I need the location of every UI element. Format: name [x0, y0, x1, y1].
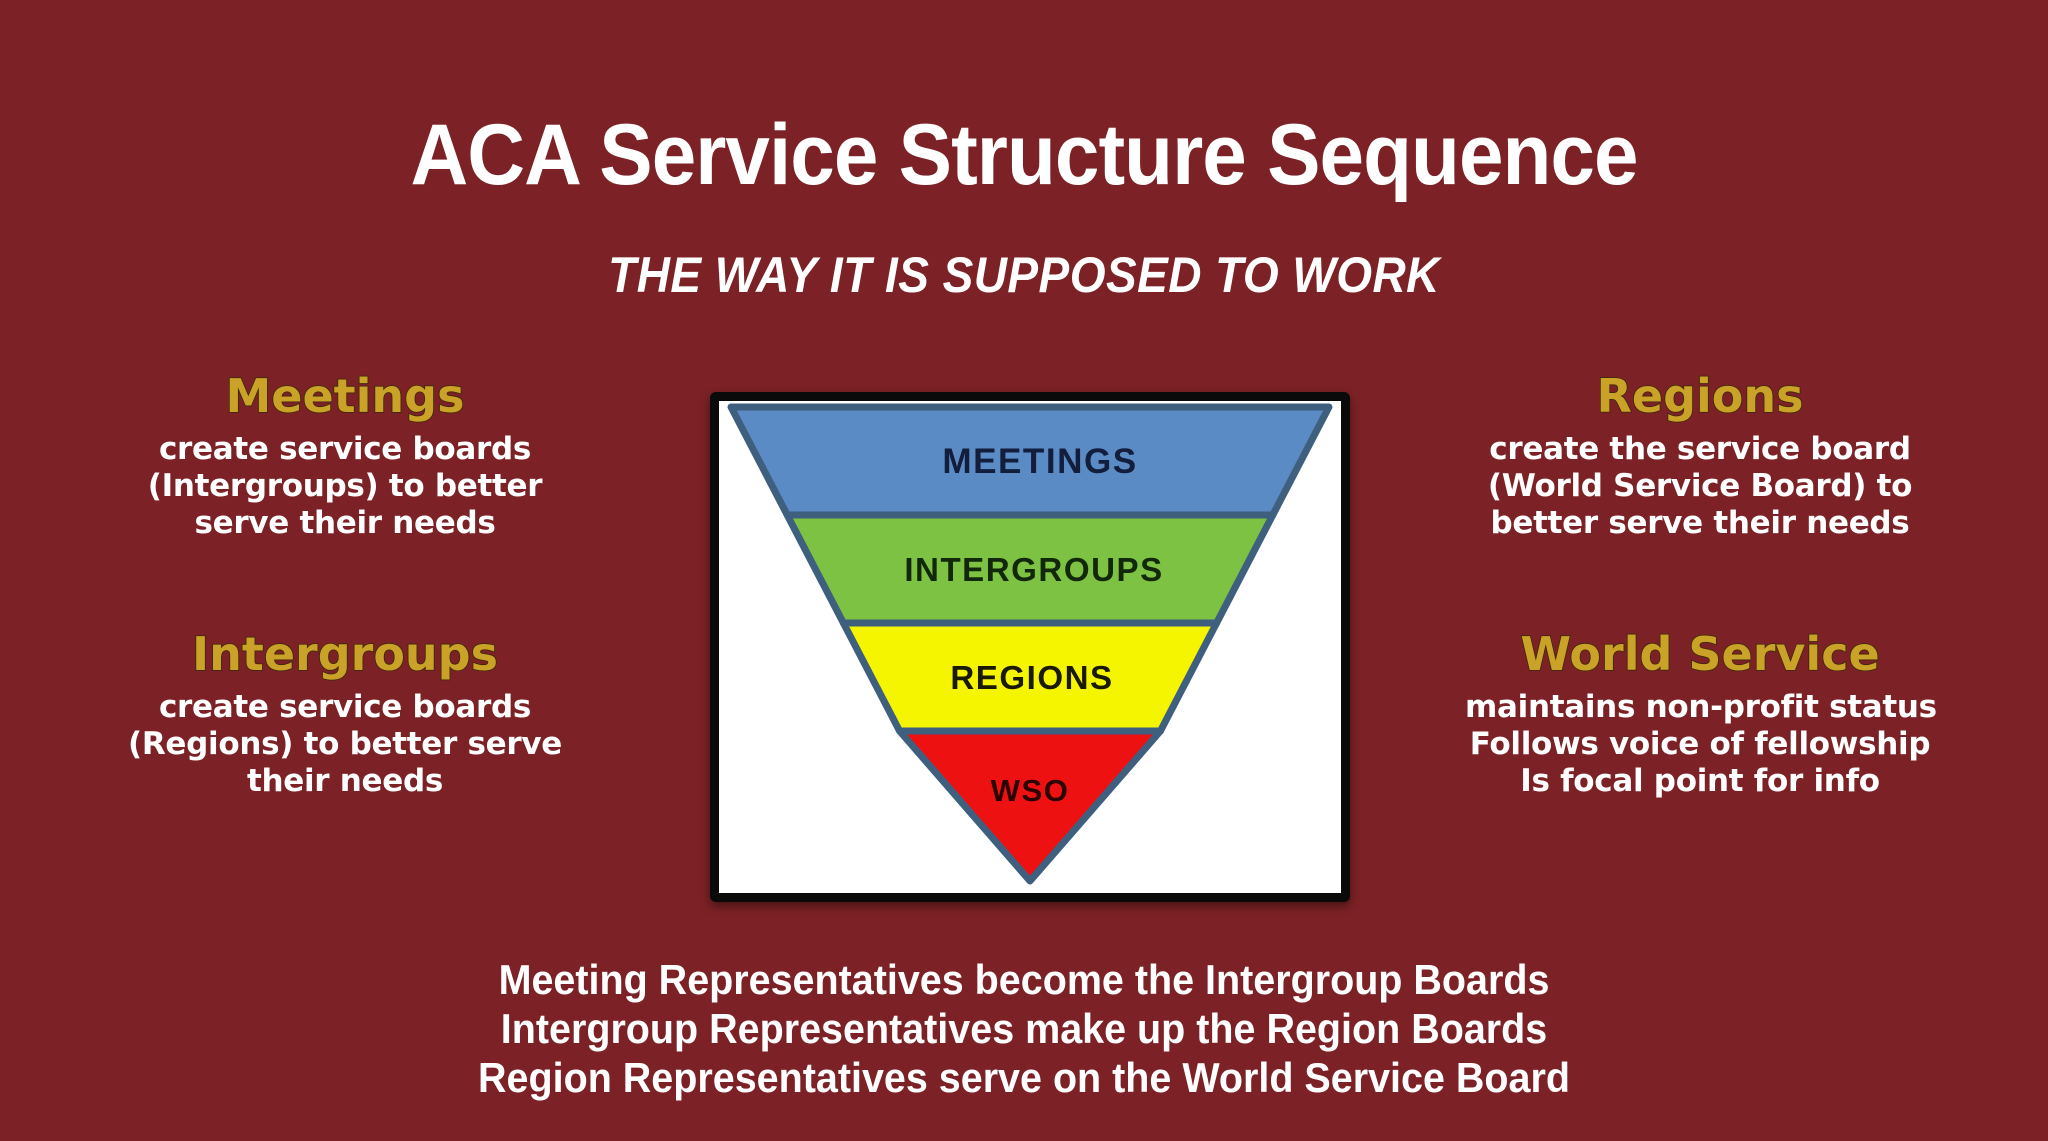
block-world-service-body: maintains non-profit status Follows voic… — [1465, 688, 1937, 801]
block-regions-line-1: create the service board — [1489, 430, 1911, 467]
footer-line-3: Region Representatives serve on the Worl… — [478, 1054, 1570, 1102]
inverted-pyramid-svg: MEETINGS INTERGROUPS REGIONS WSO — [727, 403, 1333, 885]
footer-notes: Meeting Representatives become the Inter… — [61, 955, 1986, 1102]
inverted-pyramid-diagram-frame: MEETINGS INTERGROUPS REGIONS WSO — [710, 392, 1350, 902]
block-intergroups-line-1: create service boards — [158, 688, 532, 725]
block-world-service-line-3: Is focal point for info — [1520, 763, 1880, 800]
block-meetings-line-1: create service boards — [158, 430, 532, 467]
block-meetings-line-3: serve their needs — [194, 505, 496, 542]
block-intergroups-body: create service boards (Regions) to bette… — [110, 689, 580, 801]
block-meetings: Meetings create service boards (Intergro… — [110, 369, 580, 543]
block-regions-body: create the service board (World Service … — [1465, 431, 1935, 543]
block-regions-line-3: better serve their needs — [1490, 505, 1910, 542]
block-meetings-heading: Meetings — [225, 369, 466, 423]
block-meetings-body: create service boards (Intergroups) to b… — [110, 431, 580, 543]
block-world-service: World Service maintains non-profit statu… — [1465, 627, 1937, 801]
page-subtitle: THE WAY IT IS SUPPOSED TO WORK — [608, 247, 1440, 303]
inverted-pyramid-canvas: MEETINGS INTERGROUPS REGIONS WSO — [719, 401, 1341, 893]
block-regions: Regions create the service board (World … — [1465, 369, 1935, 543]
page-title: ACA Service Structure Sequence — [410, 107, 1638, 203]
block-regions-line-2: (World Service Board) to — [1487, 467, 1913, 504]
block-intergroups-line-3: their needs — [246, 763, 444, 800]
block-world-service-heading: World Service — [1520, 627, 1881, 681]
block-intergroups-heading: Intergroups — [191, 627, 499, 681]
tier-label-wso: WSO — [991, 773, 1070, 808]
tier-label-meetings: MEETINGS — [942, 442, 1137, 481]
tier-label-intergroups: INTERGROUPS — [904, 552, 1163, 589]
block-intergroups: Intergroups create service boards (Regio… — [110, 627, 580, 801]
footer-line-1: Meeting Representatives become the Inter… — [498, 956, 1550, 1003]
block-world-service-line-2: Follows voice of fellowship — [1469, 725, 1931, 762]
tier-shape-wso — [896, 727, 1164, 885]
block-regions-heading: Regions — [1596, 369, 1805, 423]
tier-label-regions: REGIONS — [950, 660, 1113, 697]
block-world-service-line-1: maintains non-profit status — [1465, 688, 1937, 725]
block-intergroups-line-2: (Regions) to better serve — [127, 725, 563, 762]
block-meetings-line-2: (Intergroups) to better — [147, 467, 543, 504]
footer-line-2: Intergroup Representatives make up the R… — [500, 1005, 1548, 1053]
